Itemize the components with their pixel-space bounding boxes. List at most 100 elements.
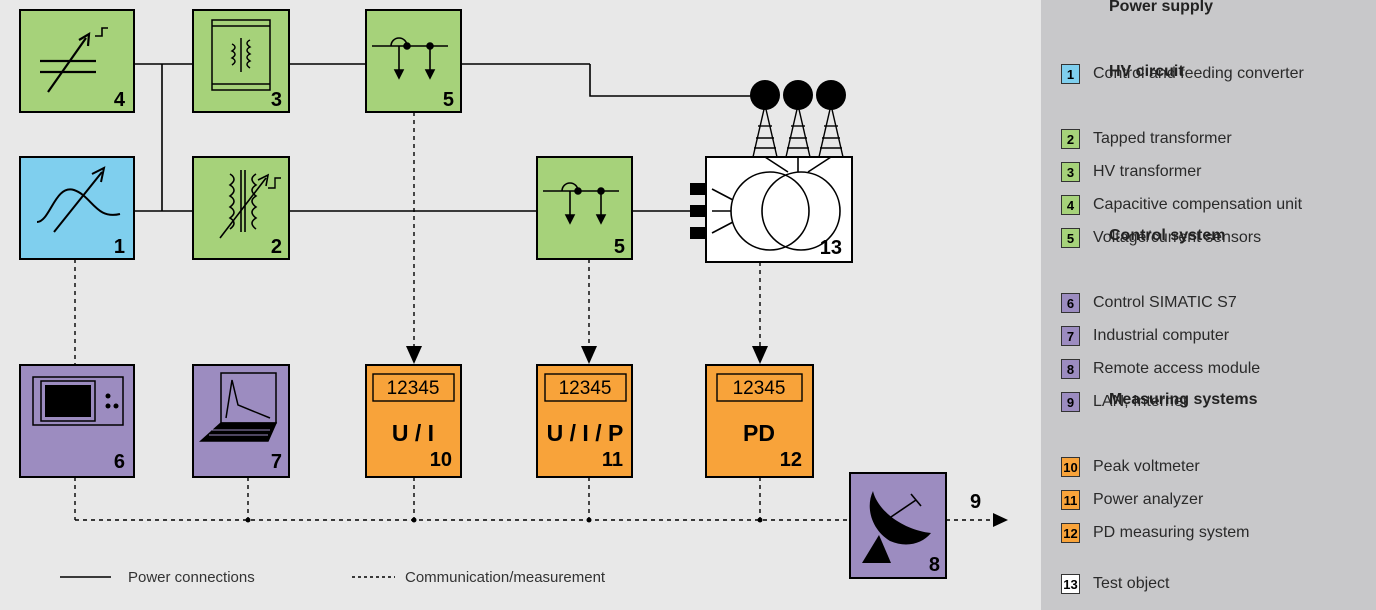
variable-capacitor-icon: [40, 27, 108, 93]
satellite-dish-icon: [862, 491, 931, 563]
peak-voltmeter-block[interactable]: 12345 U / I 10: [365, 364, 462, 478]
laptop-icon: [199, 372, 278, 442]
legend-item: 1 Control and feeding converter: [1061, 63, 1304, 85]
legend-item-number: 8: [1061, 359, 1080, 379]
legend-item: 7 Industrial computer: [1061, 325, 1229, 347]
communication-key: Communication/measurement: [405, 569, 606, 586]
legend-item-number: 5: [1061, 228, 1080, 248]
hv-transformer-block[interactable]: 3: [192, 9, 290, 113]
block-diagram: 4 3 5: [19, 9, 1008, 586]
lv-terminals: [690, 183, 706, 239]
legend-item: 3 HV transformer: [1061, 161, 1201, 183]
lan-internet-label: 9: [970, 491, 981, 513]
legend-item: 5 Voltage/current sensors: [1061, 227, 1261, 249]
legend-item-label: Capacitive compensation unit: [1093, 196, 1303, 213]
block-number: 6: [114, 451, 125, 473]
block-number: 3: [271, 89, 282, 111]
block-number: 5: [614, 236, 625, 258]
legend-item: 9 LAN, Internet: [1061, 391, 1187, 413]
legend-item-label: Power analyzer: [1093, 491, 1204, 508]
legend-group-title: Measuring systems: [1109, 391, 1258, 408]
legend-item: 10 Peak voltmeter: [1061, 456, 1200, 478]
communication-arrowheads: [406, 346, 1008, 527]
legend-item-label: Industrial computer: [1093, 327, 1230, 344]
legend-item: 8 Remote access module: [1061, 358, 1260, 380]
voltage-current-sensor-icon: [543, 182, 619, 225]
tapped-transformer-icon: [219, 170, 281, 239]
legend-item-label: Test object: [1093, 575, 1170, 592]
legend-item-number: 3: [1061, 162, 1080, 182]
hv-bushings: [752, 104, 844, 158]
display-value: 12345: [733, 378, 786, 399]
legend-item-label: LAN, Internet: [1093, 393, 1188, 410]
legend-item-number: 2: [1061, 129, 1080, 149]
legend-item: 12 PD measuring system: [1061, 522, 1250, 544]
ac-variable-source-icon: [36, 166, 121, 233]
block-number: 7: [271, 451, 282, 473]
display-value: 12345: [387, 378, 440, 399]
legend-item-number: 12: [1061, 523, 1080, 543]
power-connections: [134, 63, 752, 212]
legend-item-label: PD measuring system: [1093, 524, 1250, 541]
voltage-current-sensor-block-bottom[interactable]: 5: [536, 156, 633, 260]
legend-group-title: Power supply: [1109, 0, 1214, 15]
legend-item-number: 6: [1061, 293, 1080, 313]
voltage-current-sensor-icon: [372, 37, 448, 80]
legend-item: 11 Power analyzer: [1061, 489, 1203, 511]
power-connections-key: Power connections: [128, 569, 255, 586]
test-object-transformer-icon: [711, 156, 841, 251]
display-window: [544, 373, 627, 402]
display-window: [716, 373, 803, 402]
legend-item-label: Voltage/current sensors: [1093, 229, 1262, 246]
legend-item: 4 Capacitive compensation unit: [1061, 194, 1302, 216]
block-number: 11: [602, 449, 623, 471]
line-key: Power connections Communication/measurem…: [60, 569, 606, 586]
legend-item-number: 7: [1061, 326, 1080, 346]
pd-measuring-block[interactable]: 12345 PD 12: [705, 364, 814, 478]
junction-dots: [245, 517, 763, 523]
block-number: 12: [780, 449, 802, 471]
display-window: [372, 373, 455, 402]
hv-transformer-icon: [211, 19, 271, 91]
legend-panel: Power supply 1 Control and feeding convert…: [1041, 0, 1376, 610]
legend-item-number: 1: [1061, 64, 1080, 84]
measurement-label: U / I: [392, 420, 434, 446]
voltage-current-sensor-block-top[interactable]: 5: [365, 9, 462, 113]
legend-item-label: Remote access module: [1093, 360, 1261, 377]
block-number: 13: [820, 237, 842, 259]
hv-terminal-balls: [750, 80, 846, 110]
control-panel-icon: [32, 376, 124, 426]
legend-item: 13 Test object: [1061, 573, 1169, 595]
legend-item-number: 11: [1061, 490, 1080, 510]
block-number: 8: [929, 554, 940, 576]
control-simatic-block[interactable]: 6: [19, 364, 135, 478]
legend-item-number: 4: [1061, 195, 1080, 215]
communication-lines: [74, 112, 995, 521]
legend-item: 6 Control SIMATIC S7: [1061, 292, 1237, 314]
block-number: 1: [114, 236, 125, 258]
tapped-transformer-block[interactable]: 2: [192, 156, 290, 260]
legend-item-number: 9: [1061, 392, 1080, 412]
legend-item-label: Control SIMATIC S7: [1093, 294, 1237, 311]
industrial-computer-block[interactable]: 7: [192, 364, 290, 478]
block-number: 4: [114, 89, 126, 111]
legend-group-title: HV circuit: [1109, 63, 1184, 80]
display-value: 12345: [559, 378, 612, 399]
legend-item-label: Peak voltmeter: [1093, 458, 1200, 475]
block-number: 5: [443, 89, 454, 111]
power-analyzer-block[interactable]: 12345 U / I / P 11: [536, 364, 633, 478]
block-number: 2: [271, 236, 282, 258]
measurement-label: PD: [743, 420, 775, 446]
legend-item-number: 13: [1061, 574, 1080, 594]
legend-group-title: Control system: [1109, 227, 1226, 244]
legend-item-label: Control and feeding converter: [1093, 65, 1304, 82]
remote-access-block[interactable]: 8: [849, 472, 947, 579]
legend-item-label: Tapped transformer: [1093, 130, 1232, 147]
test-object-block[interactable]: 13: [690, 80, 853, 263]
legend-item-number: 10: [1061, 457, 1080, 477]
legend-item-label: HV transformer: [1093, 163, 1202, 180]
legend-item: 2 Tapped transformer: [1061, 128, 1232, 150]
feeding-converter-block[interactable]: 1: [19, 156, 135, 260]
capacitive-compensation-block[interactable]: 4: [19, 9, 135, 113]
